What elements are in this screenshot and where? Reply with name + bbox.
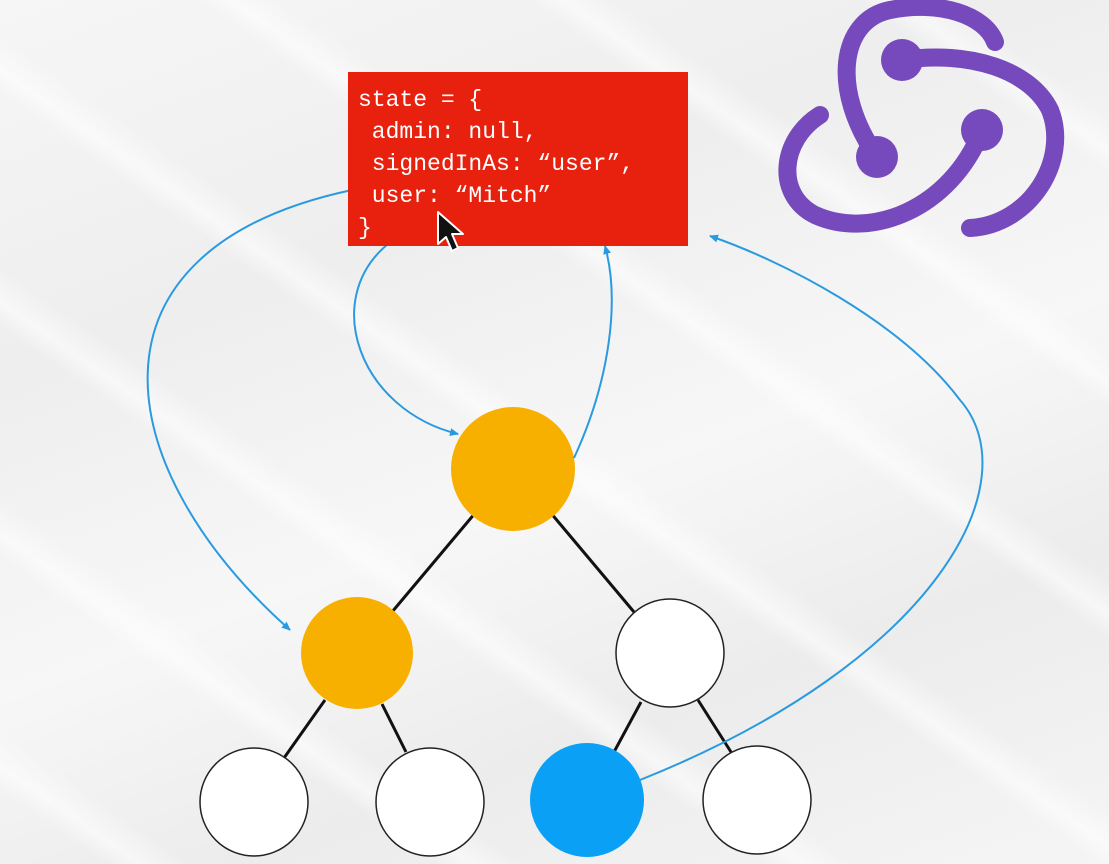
edge-root-left (390, 511, 478, 613)
code-line-3: signedInAs: “user”, (358, 151, 635, 177)
arrow-leaf-to-state (639, 234, 984, 781)
edge-right-leftleaf (612, 701, 643, 753)
state-code-box: state = { admin: null, signedInAs: “user… (348, 72, 688, 246)
redux-logo-icon (778, 0, 1065, 237)
node-right-left-leaf (530, 743, 644, 857)
code-line-2: admin: null, (358, 119, 538, 145)
code-line-5: } (358, 215, 372, 241)
node-left-child (301, 597, 413, 709)
node-right-child (615, 598, 725, 708)
node-right-right-leaf (702, 745, 812, 855)
arrow-state-to-root (353, 243, 459, 436)
mouse-cursor-icon (437, 211, 464, 252)
edge-root-right (548, 511, 636, 613)
node-left-right-leaf (375, 747, 485, 857)
code-line-1: state = { (358, 87, 483, 113)
arrow-state-to-left-child (146, 189, 353, 631)
node-root (451, 407, 575, 531)
edge-right-rightleaf (696, 699, 733, 753)
code-line-4: user: “Mitch” (358, 183, 552, 209)
arrow-root-to-state (573, 245, 613, 459)
node-left-left-leaf (199, 747, 309, 857)
edge-left-leftleaf (282, 699, 327, 759)
edge-left-rightleaf (380, 703, 408, 753)
